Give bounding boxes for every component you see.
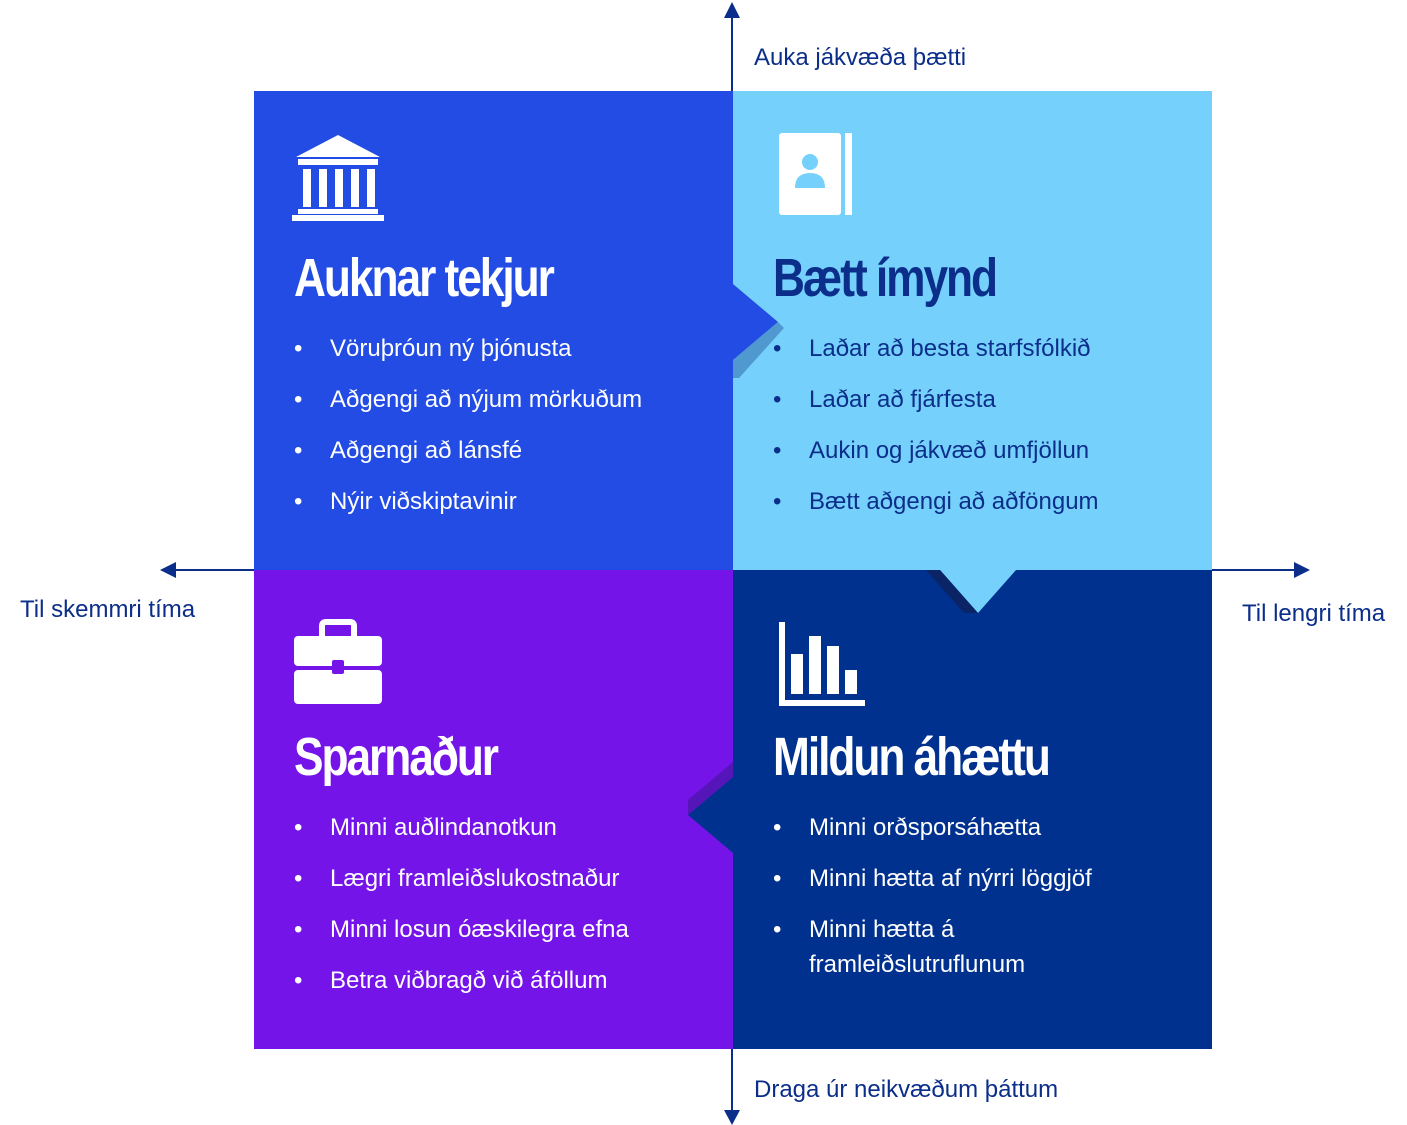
axis-label-bottom: Draga úr neikvæðum þáttum: [754, 1076, 1059, 1103]
quadrant-content-bottom-right: Mildun áhættu Minni orðsporsáhætta Minni…: [733, 570, 1212, 1049]
contact-book-icon: [779, 133, 852, 215]
quadrant-title: Bætt ímynd: [773, 248, 998, 308]
list-item: Laðar að besta starfsfólkið: [773, 331, 1099, 366]
quadrant-content-bottom-left: Sparnaður Minni auðlindanotkun Lægri fra…: [254, 570, 733, 1049]
list-item: Aðgengi að nýjum mörkuðum: [294, 382, 642, 417]
quadrant-list: Laðar að besta starfsfólkið Laðar að fjá…: [773, 331, 1099, 535]
axis-arrow-up: [724, 2, 740, 18]
list-item: Minni hætta af nýrri löggjöf: [773, 861, 1153, 896]
list-item: Bætt aðgengi að aðföngum: [773, 484, 1099, 519]
axis-label-left: Til skemmri tíma: [20, 596, 196, 623]
quadrant-content-top-right: Bætt ímynd Laðar að besta starfsfólkið L…: [733, 91, 1212, 570]
axis-arrow-left: [160, 562, 176, 578]
axis-arrow-down: [724, 1110, 740, 1125]
list-item: Minni losun óæskilegra efna: [294, 912, 629, 947]
axis-arrow-right: [1294, 562, 1310, 578]
list-item: Aðgengi að lánsfé: [294, 433, 642, 468]
list-item: Minni hætta á framleiðslutruflunum: [773, 912, 1049, 982]
list-item: Betra viðbragð við áföllum: [294, 963, 629, 998]
list-item: Vöruþróun ný þjónusta: [294, 331, 642, 366]
axis-label-top: Auka jákvæða þætti: [754, 44, 967, 71]
list-item: Nýir viðskiptavinir: [294, 484, 642, 519]
list-item: Aukin og jákvæð umfjöllun: [773, 433, 1099, 468]
quadrant-title: Mildun áhættu: [773, 727, 1051, 787]
quadrant-title: Sparnaður: [294, 727, 499, 787]
quadrant-list: Minni orðsporsáhætta Minni hætta af nýrr…: [773, 810, 1153, 998]
quadrant-title: Auknar tekjur: [294, 248, 555, 308]
bank-icon: [292, 135, 384, 221]
quadrant-list: Vöruþróun ný þjónusta Aðgengi að nýjum m…: [294, 331, 642, 535]
list-item: Lægri framleiðslukostnaður: [294, 861, 629, 896]
list-item: Minni orðsporsáhætta: [773, 810, 1153, 845]
quadrant-content-top-left: Auknar tekjur Vöruþróun ný þjónusta Aðge…: [254, 91, 733, 570]
axis-label-right: Til lengri tíma: [1242, 600, 1386, 627]
briefcase-icon: [294, 619, 382, 704]
bar-chart-icon: [779, 622, 865, 706]
list-item: Minni auðlindanotkun: [294, 810, 629, 845]
quadrant-list: Minni auðlindanotkun Lægri framleiðsluko…: [294, 810, 629, 1014]
list-item: Laðar að fjárfesta: [773, 382, 1099, 417]
